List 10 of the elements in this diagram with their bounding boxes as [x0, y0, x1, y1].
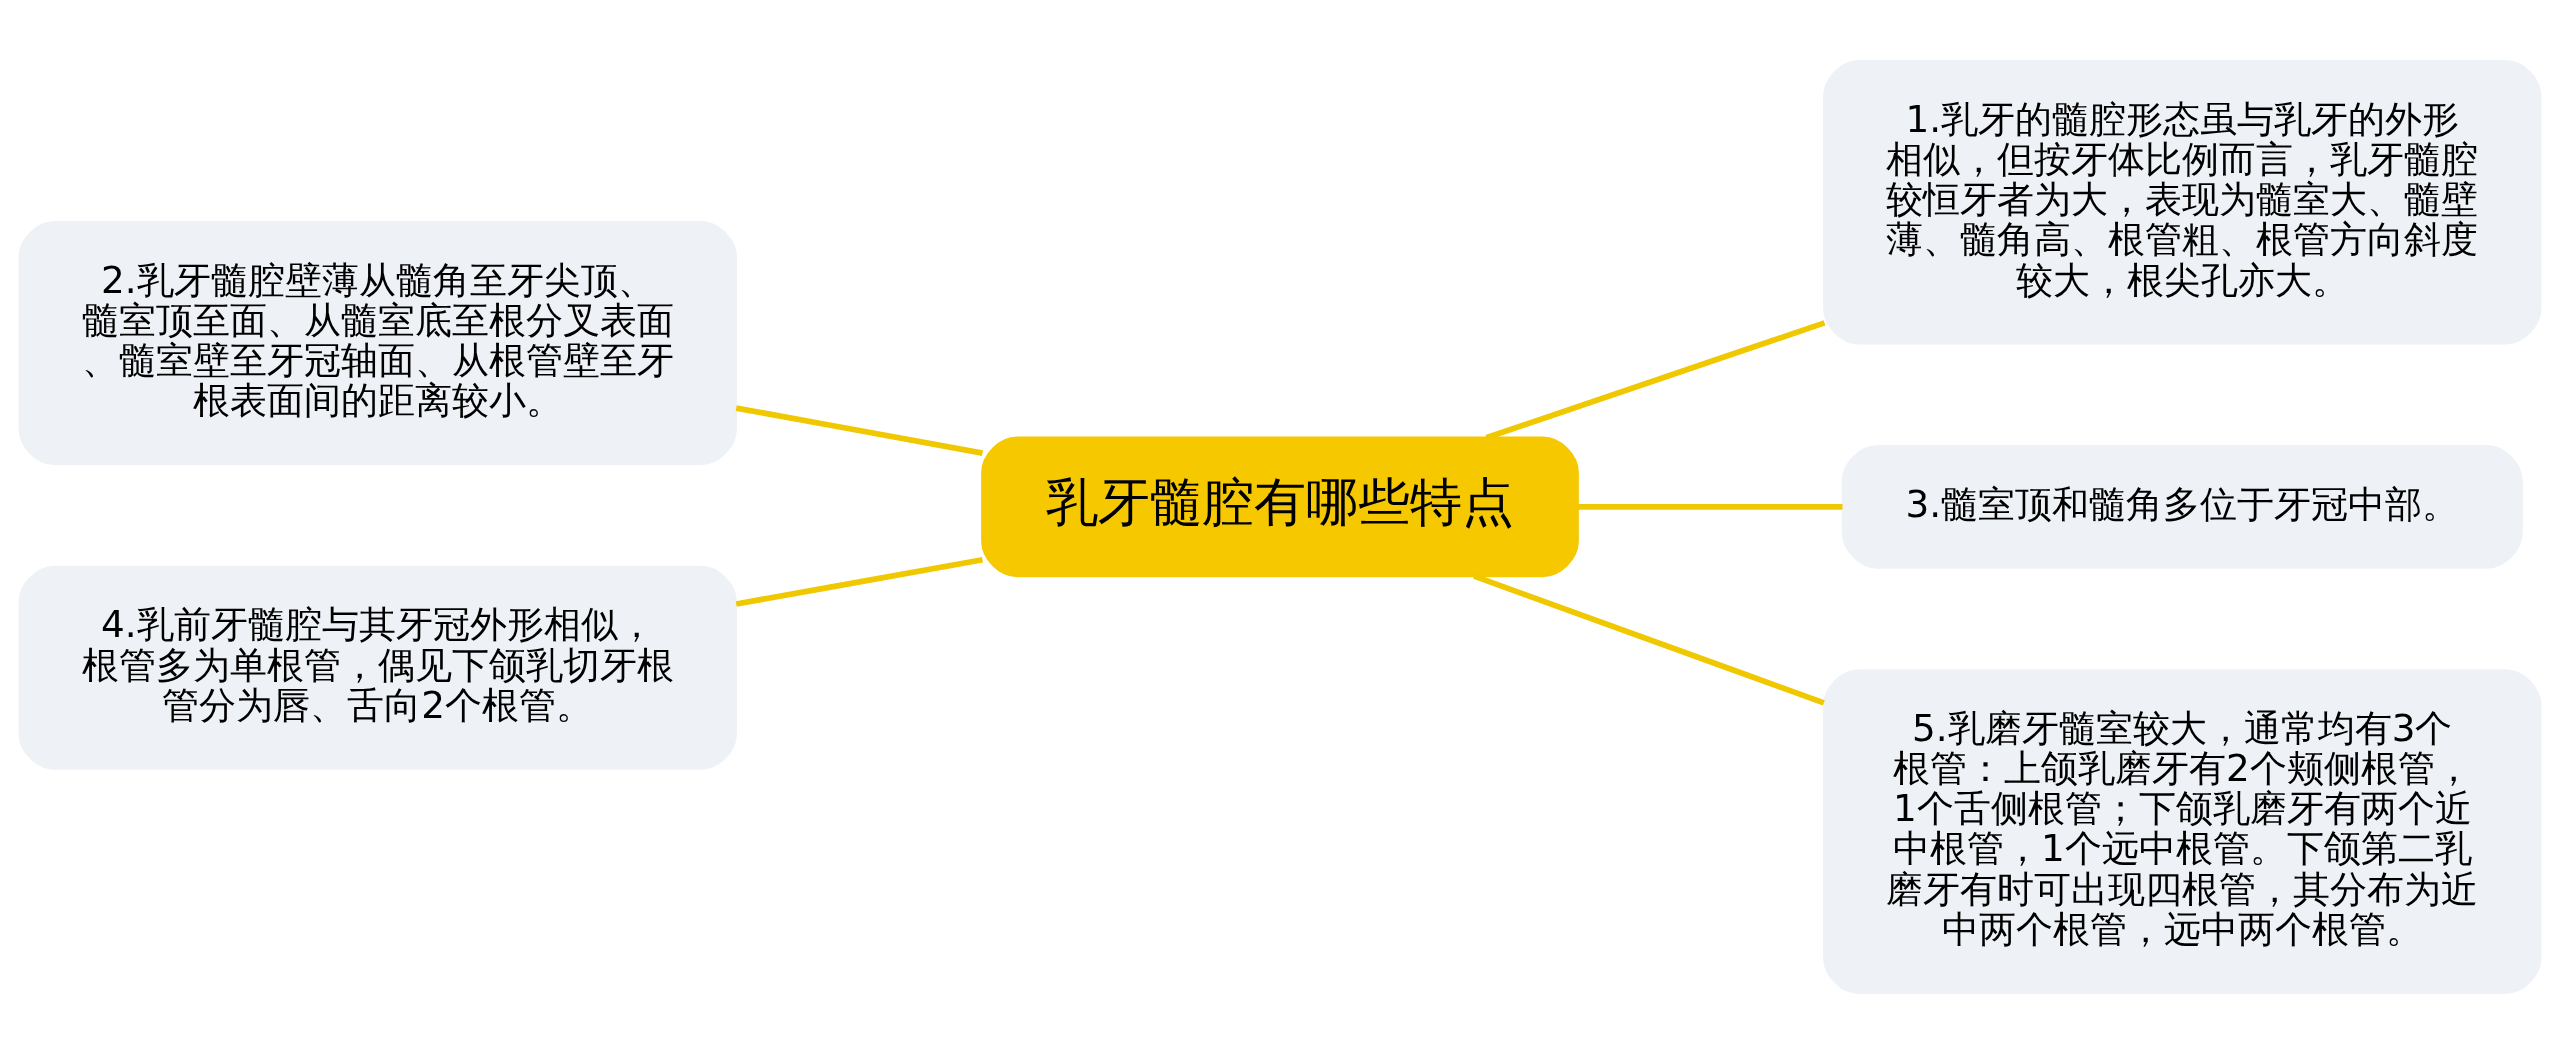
node-box: 2.乳牙髓腔壁薄从髓角至牙尖顶、髓室顶至面、从髓室底至根分叉表面、髓室壁至牙冠轴面、从根管壁至牙根表面间的距离较小。 [18, 220, 737, 465]
connector [1577, 503, 1843, 510]
node-box: 乳牙髓腔有哪些特点 [981, 436, 1579, 577]
connector [735, 556, 984, 607]
node-box: 1.乳牙的髓腔形态虽与乳牙的外形相似，但按牙体比例而言，乳牙髓腔较恒牙者为大，表现为髓室大、髓壁薄、髓角高、根管粗、根管方向斜度较大，根尖孔亦大。 [1823, 59, 2542, 345]
node-box: 4.乳前牙髓腔与其牙冠外形相似，根管多为单根管，偶见下颌乳切牙根管分为唇、舌向2个根管。 [18, 565, 737, 770]
node-box: 5.乳磨牙髓室较大，通常均有3个根管：上颌乳磨牙有2个颊侧根管，1个舌侧根管；下颌乳磨牙有两个近中根管，1个远中根管。下颌第二乳磨牙有时可出现四根管，其分布为近中两个根管，远中两个根管。 [1823, 668, 2542, 994]
node-box: 3.髓室顶和髓角多位于牙冠中部。 [1841, 444, 2523, 569]
connector [1485, 319, 1826, 440]
connector [735, 404, 984, 456]
